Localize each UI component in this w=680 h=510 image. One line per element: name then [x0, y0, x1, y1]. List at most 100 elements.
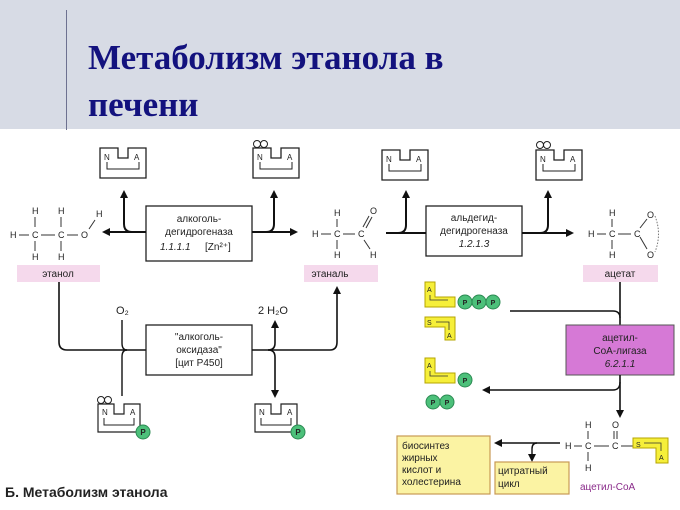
svg-text:A: A — [287, 153, 293, 162]
svg-text:N: N — [259, 408, 265, 417]
svg-text:P: P — [477, 300, 482, 307]
atom-h: H — [58, 252, 65, 262]
arrow-to-amp — [482, 381, 621, 394]
atom-h: H — [58, 206, 65, 216]
svg-text:N: N — [386, 155, 392, 164]
svg-text:[цит P450]: [цит P450] — [175, 358, 223, 369]
atom-o: O — [647, 210, 654, 220]
atom-h: H — [312, 229, 319, 239]
amp-icon: A P — [424, 357, 473, 388]
phosphate-icon: P — [140, 428, 146, 437]
nad-icon-2: N A — [381, 149, 429, 181]
nadph-icon: N A P — [97, 396, 151, 440]
svg-text:A: A — [447, 333, 452, 340]
svg-text:P: P — [431, 400, 436, 407]
ethanol-structure: H H H C C O H H H — [10, 206, 103, 262]
svg-text:1.1.1.1: 1.1.1.1 — [160, 242, 191, 253]
svg-text:A: A — [130, 408, 136, 417]
nadp-icon: N A P — [254, 403, 306, 440]
svg-text:P: P — [463, 300, 468, 307]
slide-title-line-2: печени — [88, 85, 199, 124]
svg-text:цитратный: цитратный — [498, 466, 548, 477]
svg-text:A: A — [287, 408, 293, 417]
arrow-to-nad — [120, 190, 133, 233]
ethanol-label: этанол — [42, 269, 74, 280]
oxygen-label: O₂ — [116, 305, 129, 317]
svg-text:N: N — [104, 153, 110, 162]
acetate-label-bg — [583, 265, 658, 282]
header-divider — [66, 10, 67, 130]
svg-text:S: S — [427, 320, 432, 327]
atom-o: O — [647, 250, 654, 260]
slide-title: Метаболизм этанола в печени — [88, 34, 608, 128]
svg-text:CoA-лигаза: CoA-лигаза — [593, 346, 647, 357]
atom-h: H — [609, 208, 616, 218]
svg-text:цикл: цикл — [498, 479, 520, 490]
svg-text:дегидрогеназа: дегидрогеназа — [165, 227, 233, 238]
svg-text:дегидрогеназа: дегидрогеназа — [440, 226, 508, 237]
flow-ethanol-to-oxidase — [58, 282, 146, 351]
acetate-label: ацетат — [605, 269, 636, 280]
water-label: 2 H₂O — [258, 305, 288, 317]
atom-o: O — [81, 230, 88, 240]
enzyme-alcohol-oxidase: "алкоголь- оксидаза" [цит P450] — [145, 324, 253, 376]
atom-c: C — [358, 229, 365, 239]
ethanal-label: этаналь — [311, 269, 348, 280]
atom-c: C — [334, 229, 341, 239]
nadh-icon-2: N A — [535, 141, 583, 181]
atom-o: O — [612, 420, 619, 430]
phosphate-icon: P — [295, 428, 301, 437]
atom-h: H — [32, 206, 39, 216]
atom-c: C — [612, 441, 619, 451]
svg-text:A: A — [427, 363, 432, 370]
atom-o: O — [370, 206, 377, 216]
svg-text:A: A — [659, 455, 664, 462]
arrow-to-water — [267, 320, 279, 351]
atom-c: C — [58, 230, 65, 240]
svg-text:"алкоголь-: "алкоголь- — [175, 332, 223, 343]
svg-text:холестерина: холестерина — [402, 477, 461, 488]
ethanol-label-bg — [17, 265, 100, 282]
arrow-to-nadh — [265, 190, 278, 233]
acetate-structure: H H C C O O H — [588, 208, 659, 260]
svg-text:N: N — [257, 153, 263, 162]
svg-text:оксидаза": оксидаза" — [176, 345, 222, 356]
acetyl-coa-coenzyme-icon: S A — [632, 437, 669, 464]
arrow-to-nadp — [267, 349, 279, 398]
slide-header: Метаболизм этанола в печени — [0, 0, 680, 130]
atom-c: C — [585, 441, 592, 451]
svg-text:P: P — [491, 300, 496, 307]
atom-h: H — [609, 250, 616, 260]
atom-h: H — [96, 209, 103, 219]
svg-text:N: N — [102, 408, 108, 417]
svg-text:ацетил-: ацетил- — [602, 333, 638, 344]
acetyl-coa-label-text: ацетил-CoA — [580, 482, 636, 493]
svg-text:6.2.1.1: 6.2.1.1 — [605, 359, 636, 370]
atom-h: H — [334, 250, 341, 260]
coenzyme-a-icon: S A — [424, 316, 456, 341]
atom-h: H — [585, 463, 592, 473]
enzyme-aldehyde-dehydrogenase: альдегид- дегидрогеназа 1.2.1.3 — [425, 205, 523, 257]
svg-text:P: P — [445, 400, 450, 407]
svg-text:N: N — [540, 155, 546, 164]
atom-h: H — [10, 230, 17, 240]
atom-h: H — [370, 250, 377, 260]
svg-text:P: P — [463, 378, 468, 385]
svg-text:1.2.1.3: 1.2.1.3 — [459, 239, 490, 250]
o2-input-line — [121, 320, 128, 351]
svg-text:A: A — [134, 153, 140, 162]
atom-c: C — [32, 230, 39, 240]
atp-icon: A P P P — [424, 281, 501, 310]
atom-h: H — [585, 420, 592, 430]
slide-title-line-1: Метаболизм этанола в — [88, 38, 444, 77]
arrow-to-nad-2 — [397, 190, 410, 234]
arrow-to-nadh-2 — [539, 190, 552, 234]
svg-text:биосинтез: биосинтез — [402, 440, 450, 452]
nadh-icon: N A — [252, 140, 300, 179]
nadph-input-line — [121, 349, 128, 396]
svg-text:[Zn²⁺]: [Zn²⁺] — [205, 242, 231, 253]
svg-text:A: A — [427, 287, 432, 294]
biosynthesis-box: биосинтез жирных кислот и холестерина — [396, 435, 491, 495]
atom-h: H — [32, 252, 39, 262]
